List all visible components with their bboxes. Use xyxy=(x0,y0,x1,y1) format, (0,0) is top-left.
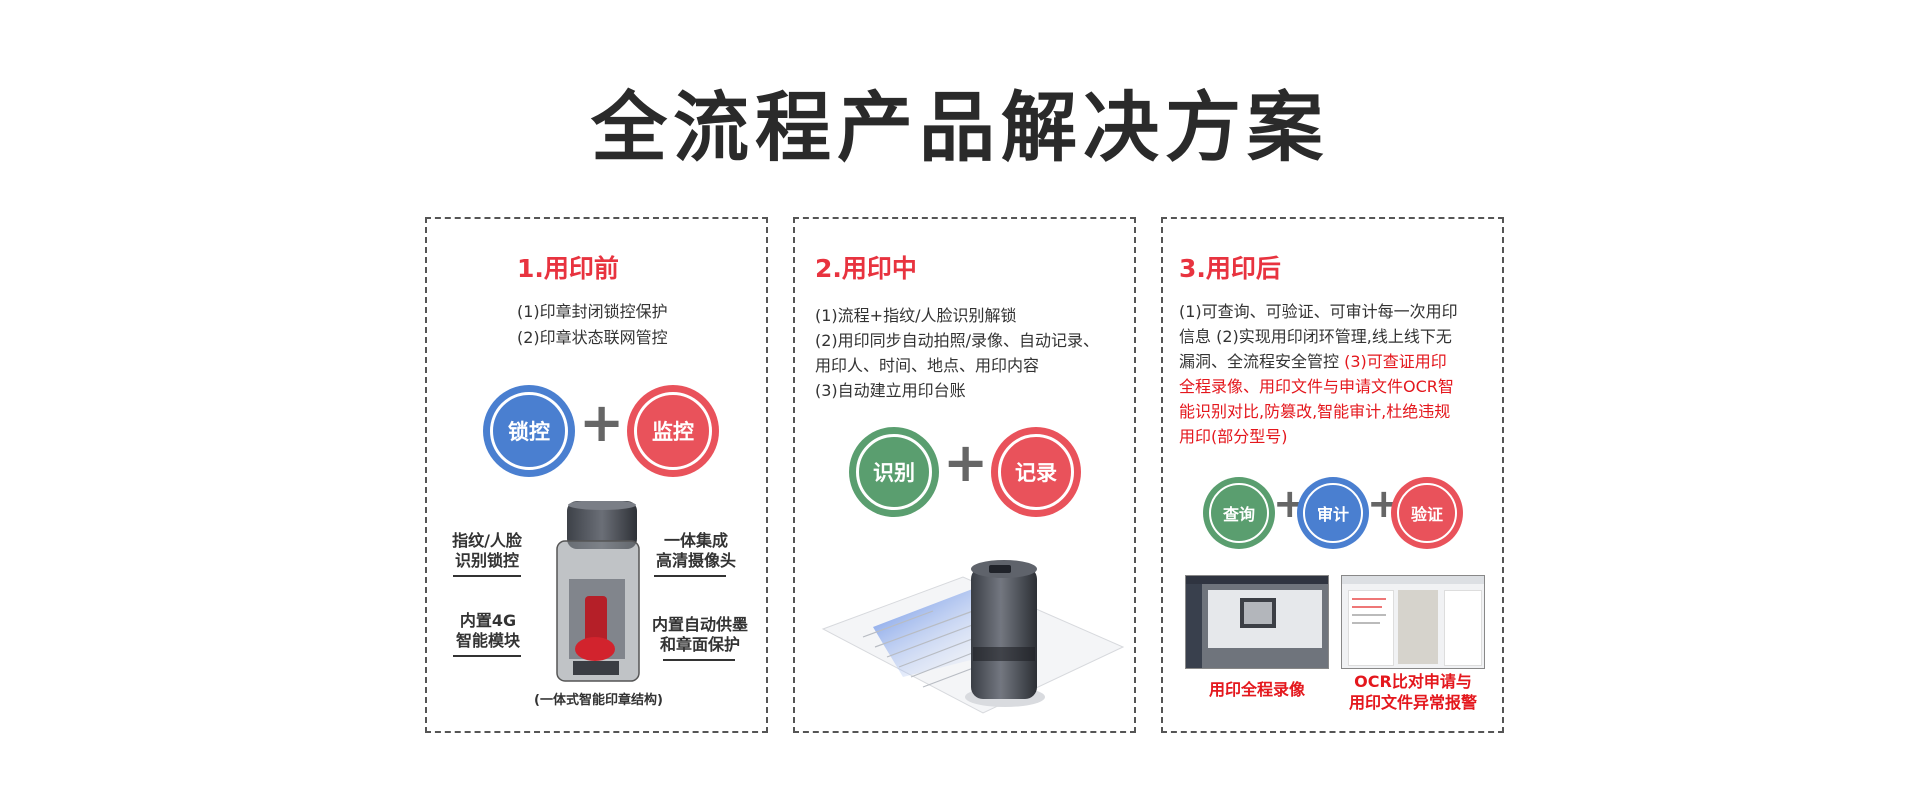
stage-line-highlight: 用印(部分型号) xyxy=(1179,427,1288,446)
stage-card-before: 1.用印前 (1)印章封闭锁控保护 (2)印章状态联网管控 锁控 + 监控 指纹… xyxy=(425,217,768,733)
divider xyxy=(453,575,521,577)
divider xyxy=(654,575,726,577)
stage-line: (1)可查询、可验证、可审计每一次用印 xyxy=(1179,302,1458,321)
ocr-comparison-screenshot-thumbnail xyxy=(1341,575,1485,669)
lock-control-circle: 锁控 xyxy=(483,385,575,477)
stage-line: 用印人、时间、地点、用印内容 xyxy=(815,356,1040,375)
stage-line-highlight: 全程录像、用印文件与申请文件OCR智 xyxy=(1179,377,1454,396)
recording-label: 用印全程录像 xyxy=(1208,680,1305,699)
stage-line: (2)印章状态联网管控 xyxy=(517,328,668,347)
stage-line: 信息 (2)实现用印闭环管理,线上线下无 xyxy=(1179,327,1452,346)
record-circle: 记录 xyxy=(991,427,1081,517)
plus-icon: + xyxy=(1273,481,1307,527)
stage-line: (1)流程+指纹/人脸识别解锁 xyxy=(815,306,1017,325)
feature-camera: 一体集成 高清摄像头 xyxy=(655,531,736,570)
stage-heading: 2.用印中 xyxy=(815,254,917,283)
feature-ink-supply: 内置自动供墨 和章面保护 xyxy=(651,615,748,654)
plus-icon: + xyxy=(579,391,625,454)
monitor-circle: 监控 xyxy=(627,385,719,477)
feature-fingerprint-face: 指纹/人脸 识别锁控 xyxy=(452,531,522,570)
plus-icon: + xyxy=(1367,481,1401,527)
stage-line: 漏洞、全流程安全管控 (3)可查证用印 xyxy=(1179,352,1447,371)
stage-line: (3)自动建立用印台账 xyxy=(815,381,966,400)
stage-line-highlight: 能识别对比,防篡改,智能审计,杜绝违规 xyxy=(1179,402,1451,421)
smart-seal-cutaway-illustration xyxy=(556,501,640,682)
feature-4g-module: 内置4G 智能模块 xyxy=(455,611,520,650)
recording-screenshot-thumbnail xyxy=(1185,575,1329,669)
divider xyxy=(453,655,521,657)
divider xyxy=(663,659,735,661)
stage-heading: 3.用印后 xyxy=(1179,254,1281,283)
stage-card-after: 3.用印后 (1)可查询、可验证、可审计每一次用印 信息 (2)实现用印闭环管理… xyxy=(1161,217,1504,733)
stage-heading: 1.用印前 xyxy=(517,254,619,283)
identify-circle: 识别 xyxy=(849,427,939,517)
verify-circle: 验证 xyxy=(1391,477,1463,549)
seal-on-document-illustration xyxy=(821,560,1125,714)
stage-line: (1)印章封闭锁控保护 xyxy=(517,302,668,321)
audit-circle: 审计 xyxy=(1297,477,1369,549)
page-title: 全流程产品解决方案 xyxy=(591,83,1329,172)
ocr-alert-label: OCR比对申请与 用印文件异常报警 xyxy=(1348,672,1477,712)
plus-icon: + xyxy=(943,431,989,494)
query-circle: 查询 xyxy=(1203,477,1275,549)
structure-caption: (一体式智能印章结构) xyxy=(534,693,663,708)
stage-line: (2)用印同步自动拍照/录像、自动记录、 xyxy=(815,331,1100,350)
stage-card-during: 2.用印中 (1)流程+指纹/人脸识别解锁 (2)用印同步自动拍照/录像、自动记… xyxy=(793,217,1136,733)
